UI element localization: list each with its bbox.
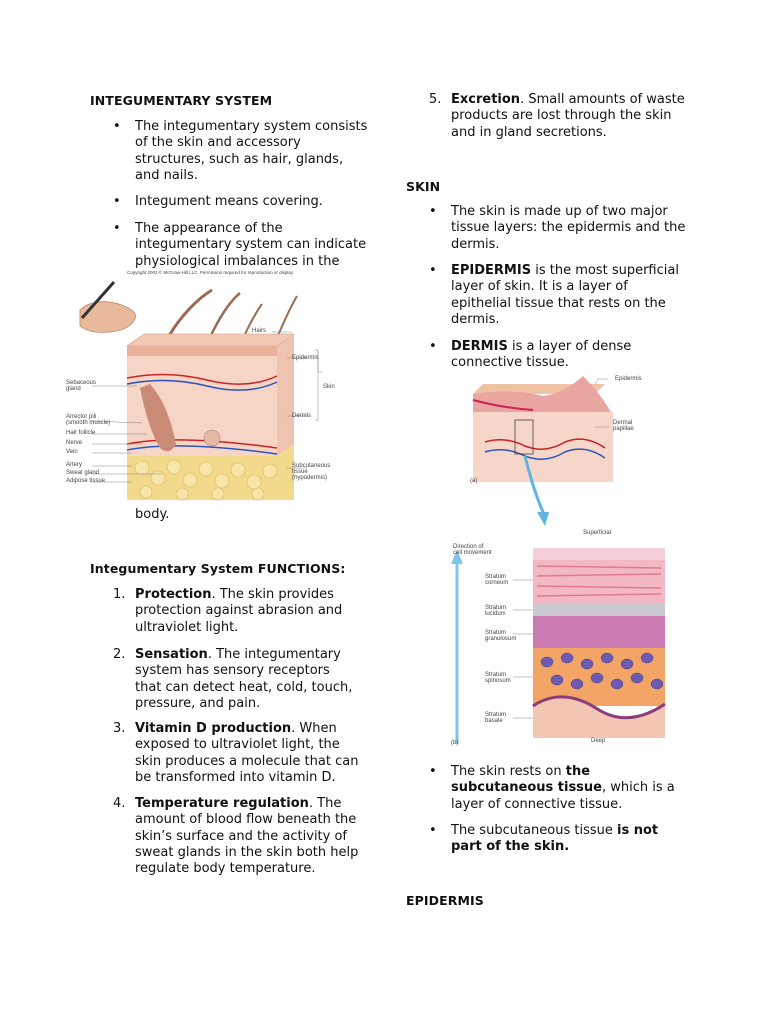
epidermis-layers-figure: Epidermis Dermal papillae (a) Superficia… — [445, 372, 675, 752]
section-title-integumentary: INTEGUMENTARY SYSTEM — [90, 93, 273, 108]
skin-structure-figure: Copyright 2002 © McGraw-Hill LLC. Permis… — [62, 268, 344, 510]
section-title-skin: SKIN — [406, 179, 441, 194]
hand-icon — [79, 281, 137, 333]
bullet-continuation: body. — [135, 507, 170, 522]
epidermis-diagram-illustration — [451, 376, 666, 744]
section-title-functions: Integumentary System FUNCTIONS: — [90, 561, 346, 576]
skin-diagram-illustration — [79, 281, 322, 501]
section-title-epidermis: EPIDERMIS — [406, 893, 484, 908]
